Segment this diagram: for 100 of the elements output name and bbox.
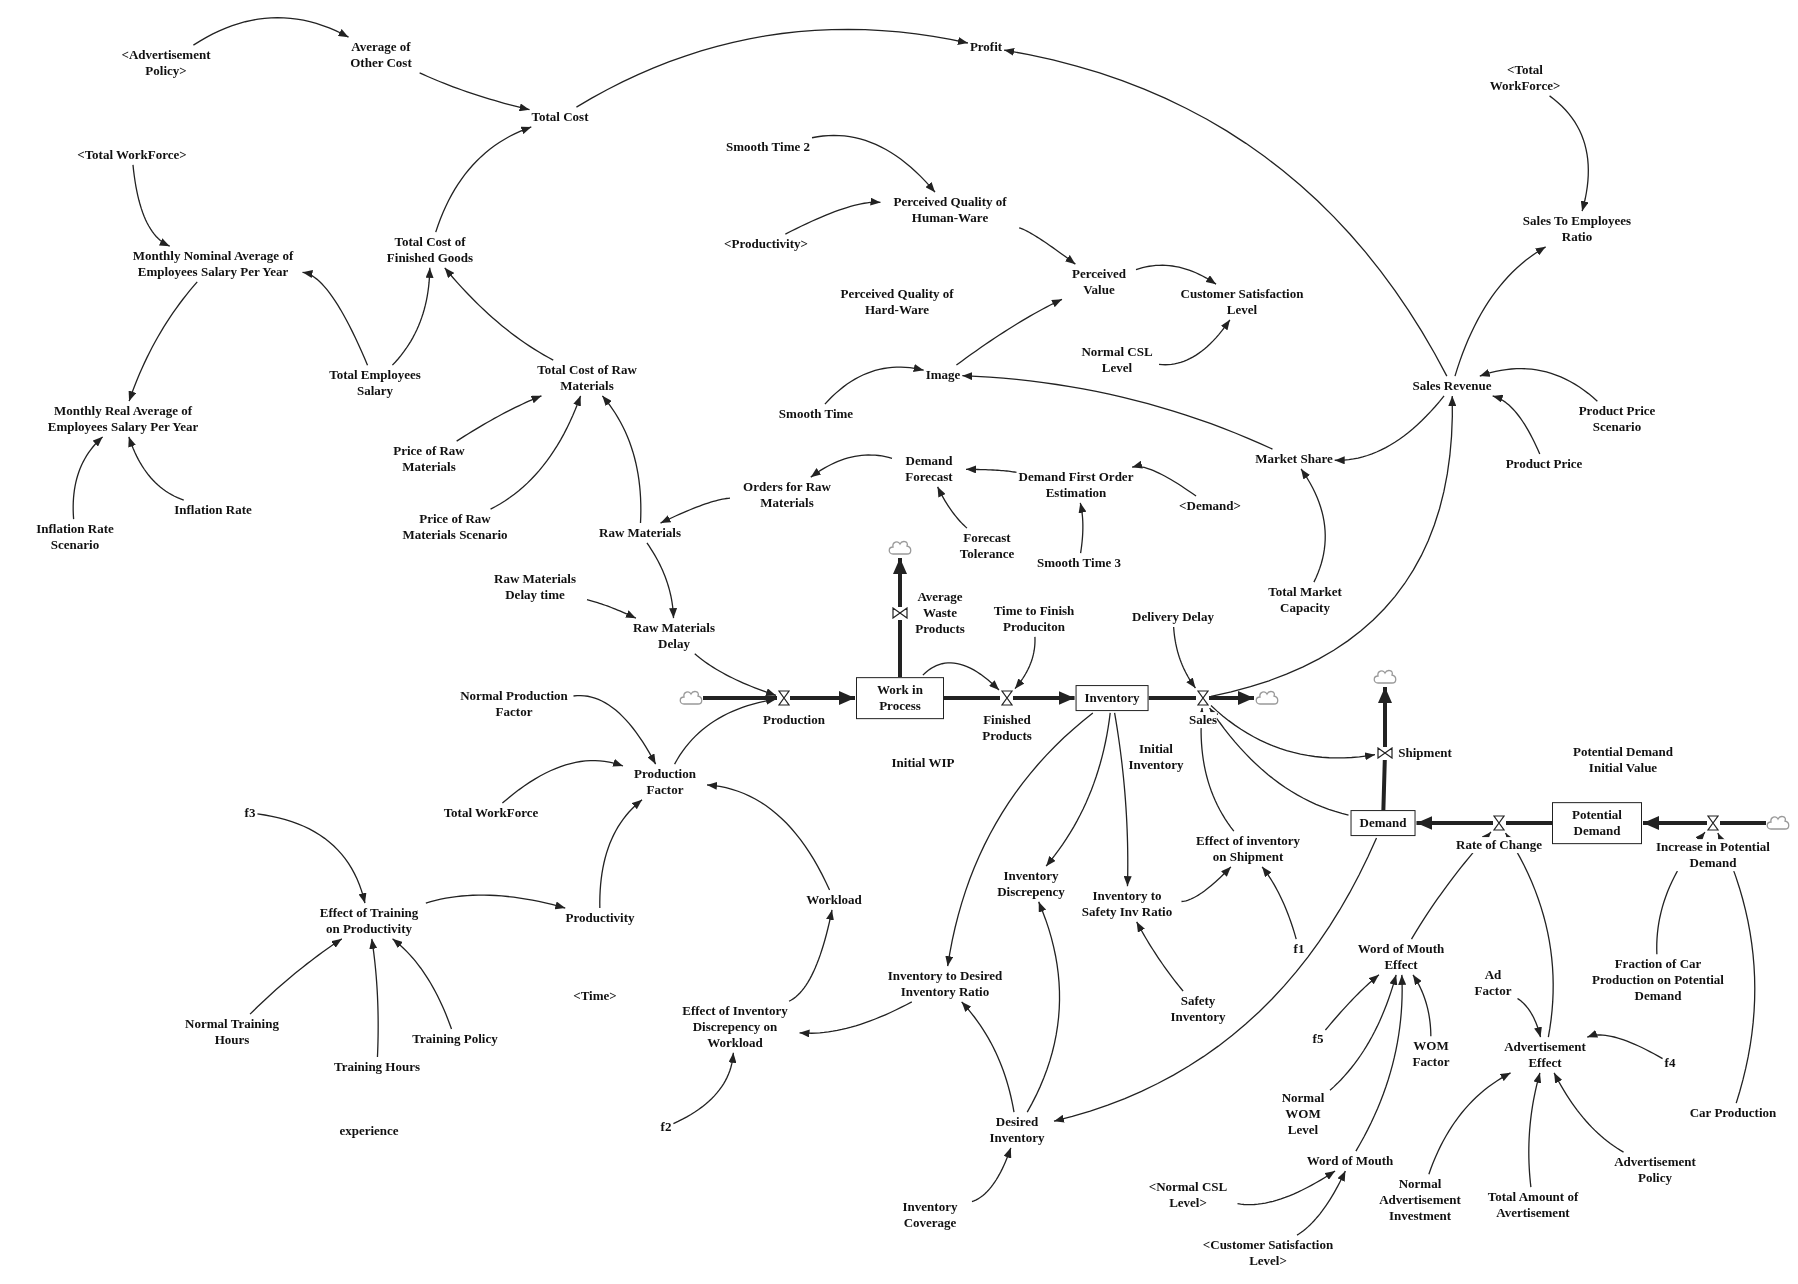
arrow <box>1045 712 1111 867</box>
arrow <box>1113 712 1132 887</box>
flow-pipe <box>1506 821 1554 825</box>
arrow <box>489 395 582 510</box>
flow-pipe <box>893 557 907 607</box>
variable-label: Delivery Delay <box>1132 609 1214 625</box>
arrow <box>572 694 657 765</box>
arrow <box>811 134 936 193</box>
arrow <box>1412 974 1432 1037</box>
flow-pipe <box>942 696 1000 700</box>
variable-label: Initial Inventory <box>1127 741 1185 773</box>
arrow <box>945 712 1094 967</box>
arrow <box>1014 636 1036 690</box>
arrow <box>936 486 968 529</box>
arrow <box>1210 395 1457 698</box>
arrow <box>1180 866 1232 903</box>
flow-label: Increase in Potential Demand <box>1653 839 1773 871</box>
arrow <box>1454 246 1547 377</box>
arrow <box>369 938 379 1058</box>
arrow <box>1428 1072 1512 1175</box>
arrow <box>1528 1072 1542 1188</box>
arrow <box>1208 707 1350 816</box>
flow-pipe <box>790 691 856 705</box>
arrow <box>456 395 543 442</box>
variable-label: Perceived Quality of Hard-Ware <box>839 286 955 318</box>
arrow <box>1492 394 1541 455</box>
arrow <box>1334 395 1445 465</box>
arrow <box>1586 1029 1664 1060</box>
arrow <box>1026 901 1061 1113</box>
arrow <box>1504 832 1554 1038</box>
flow-pipe <box>703 696 777 700</box>
arrow <box>1135 264 1217 285</box>
arrow <box>1078 502 1087 554</box>
arrow <box>391 938 453 1030</box>
arrow <box>646 542 678 619</box>
arrow <box>955 298 1063 366</box>
arrow <box>971 1147 1012 1203</box>
stock-box: Work in Process <box>856 677 944 719</box>
stock-box: Demand <box>1350 810 1416 836</box>
flow-pipe <box>1381 759 1387 811</box>
arrow <box>788 909 834 1002</box>
arrow <box>1197 707 1235 832</box>
arrow <box>1053 837 1378 1123</box>
arrow <box>810 454 893 478</box>
flow-pipe <box>1378 687 1392 747</box>
arrow <box>798 1001 913 1038</box>
arrow <box>1158 319 1231 366</box>
variable-label: Potential Demand Initial Value <box>1572 744 1674 776</box>
arrow <box>965 465 1018 474</box>
arrow <box>1355 974 1407 1152</box>
flow-label: Sales <box>1188 712 1218 728</box>
flow-pipe <box>1416 816 1493 830</box>
arrow <box>256 813 367 904</box>
flow-pipe <box>898 620 902 678</box>
arrow <box>444 267 554 361</box>
arrow <box>1173 626 1197 689</box>
variable-label: Productivity <box>565 910 635 926</box>
stock-box: Inventory <box>1075 685 1149 711</box>
arrow <box>1516 997 1542 1038</box>
arrow <box>419 72 531 112</box>
arrow <box>659 497 731 524</box>
arrow <box>1479 367 1598 402</box>
flow-pipe <box>1642 816 1707 830</box>
variable-label: <Time> <box>573 988 617 1004</box>
arrow <box>1548 95 1589 212</box>
arrow <box>1210 704 1376 761</box>
variable-label: experience <box>339 1123 399 1139</box>
arrow <box>784 197 882 235</box>
arrow <box>1003 47 1448 377</box>
arrow <box>128 436 185 501</box>
variable-label: Initial WIP <box>891 755 955 771</box>
arrow <box>599 799 643 909</box>
flow-label: Shipment <box>1398 745 1452 761</box>
arrow <box>1261 866 1297 940</box>
arrow <box>1018 227 1077 265</box>
arrow <box>192 17 350 46</box>
arrow <box>1136 921 1184 992</box>
arrow <box>301 270 369 366</box>
arrow <box>824 364 925 405</box>
arrow <box>706 781 831 891</box>
flow-pipe <box>1147 696 1196 700</box>
flow-pipe <box>1209 691 1255 705</box>
arrow <box>1131 460 1197 497</box>
arrow <box>425 894 566 910</box>
arrow <box>1324 974 1380 1031</box>
variable-label: <Productivity> <box>724 236 808 252</box>
variable-label: Training Policy <box>412 1031 498 1047</box>
arrow <box>961 1001 1015 1113</box>
arrow <box>128 281 198 402</box>
arrow <box>1300 468 1326 583</box>
arrow <box>391 267 434 366</box>
flow-label: Rate of Change <box>1456 837 1542 853</box>
arrow <box>132 164 171 247</box>
arrow <box>249 938 343 1015</box>
arrow <box>961 372 1274 450</box>
stock-box: Potential Demand <box>1552 802 1642 844</box>
arrow <box>501 758 624 804</box>
arrow <box>672 1052 737 1125</box>
arrow <box>72 436 104 520</box>
arrow <box>1329 974 1398 1091</box>
